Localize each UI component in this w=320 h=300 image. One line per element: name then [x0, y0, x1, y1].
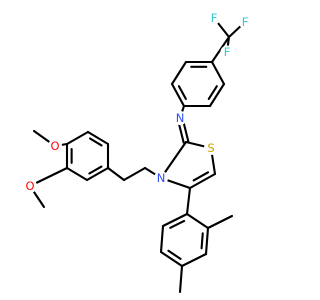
bond-D6-D1 — [85, 166, 110, 182]
bond-E4-E5-inner — [167, 249, 182, 260]
atom-o1: O — [48, 139, 62, 153]
atom-f3-label: F — [224, 45, 231, 59]
atom-f1: F — [238, 15, 252, 29]
atom-s1-label: S — [207, 141, 214, 155]
bond-A2-A3-inner — [207, 85, 218, 100]
bond-D2-D3-inner — [88, 137, 103, 147]
bond-A2-A3 — [208, 82, 226, 108]
atom-f2: F — [207, 11, 221, 25]
structure-canvas: F F F N S N O — [23, 11, 252, 294]
bond-C4-E1 — [185, 186, 192, 216]
bond-E6-E1-inner — [169, 219, 186, 229]
atom-f3: F — [220, 45, 234, 59]
bond-E4-E5 — [159, 250, 184, 268]
bond-layer — [28, 16, 247, 294]
bond-D6-D1-inner — [88, 165, 103, 175]
bond-CH2a-CH2b — [122, 166, 147, 182]
bond-CH2b-D1 — [106, 166, 126, 182]
atom-f1-label: F — [242, 15, 249, 29]
bond-D2-D3 — [86, 130, 110, 146]
bond-A1-CF3 — [210, 35, 231, 64]
bond-A1-A2 — [210, 60, 226, 86]
molecule-structure: F F F N S N O — [23, 11, 252, 294]
bond-E2-E3 — [204, 226, 210, 256]
bond-E4-MeE4 — [178, 264, 184, 294]
atom-o2: O — [23, 179, 37, 193]
bond-D5-D6 — [65, 166, 89, 182]
bond-E5-E6 — [159, 224, 165, 254]
bond-E3-E4 — [180, 252, 208, 268]
atom-n-ring-label: N — [157, 171, 166, 185]
bond-C4-C5-inner — [192, 171, 210, 182]
bond-N3-C2 — [159, 140, 188, 180]
bond-A5-A6 — [170, 60, 188, 86]
bond-E1-E2 — [185, 212, 210, 230]
atom-o1-label: O — [50, 139, 59, 153]
bond-E2-E3-inner — [200, 232, 204, 250]
bond-E2-MeE2 — [206, 214, 234, 230]
bond-C4-C5 — [188, 172, 217, 190]
atom-n-imine-label: N — [176, 111, 185, 125]
atom-o2-label: O — [25, 179, 34, 193]
bond-D3-D4 — [65, 130, 90, 146]
atom-s1: S — [204, 141, 218, 155]
atom-n-imine: N — [173, 111, 187, 125]
atom-f2-label: F — [211, 11, 218, 25]
bond-A4-A5-inner — [177, 85, 187, 100]
bond-A4-A5 — [170, 82, 186, 108]
atom-n-ring: N — [154, 171, 168, 185]
bond-E6-E1 — [161, 212, 189, 228]
atom-label-layer: F F F N S N O — [23, 11, 252, 193]
